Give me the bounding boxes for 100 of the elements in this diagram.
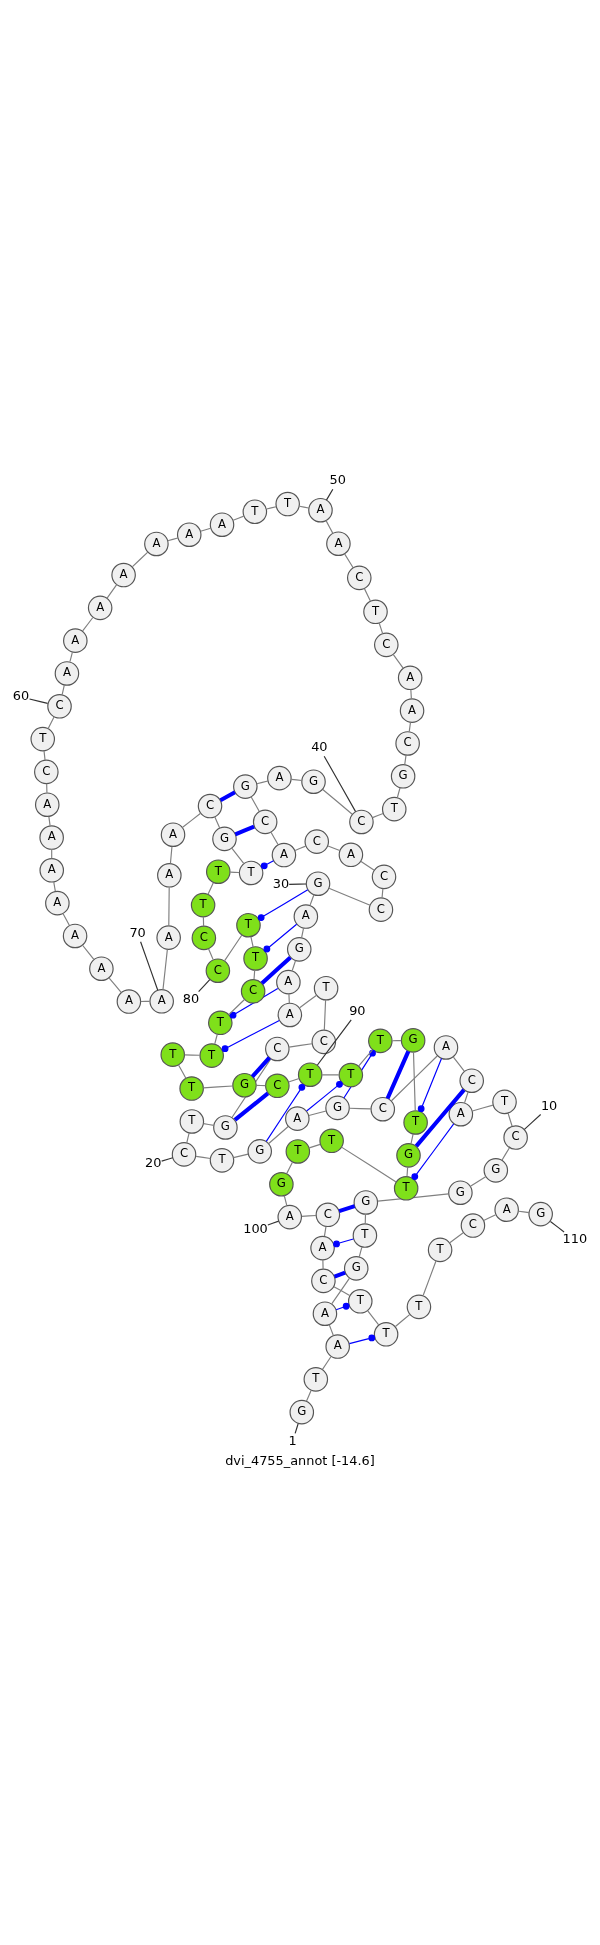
connector <box>162 948 168 990</box>
node-circle: C <box>240 978 266 1004</box>
node-text: 20 <box>145 1154 162 1170</box>
node-circle: A <box>494 1196 519 1222</box>
node-circle: T <box>285 1138 311 1164</box>
node-circle: A <box>62 923 88 948</box>
connector <box>348 1334 376 1344</box>
connector <box>507 1112 513 1127</box>
connector <box>308 1109 327 1116</box>
connector <box>305 1389 312 1402</box>
connector <box>325 488 334 501</box>
connector <box>422 1259 437 1296</box>
connector <box>335 1302 350 1310</box>
node-circle: T <box>406 1294 432 1319</box>
node-circle: A <box>293 903 319 929</box>
connector <box>306 1080 343 1112</box>
connector <box>316 1018 352 1066</box>
node-circle: T <box>427 1237 453 1262</box>
connector <box>265 1083 306 1142</box>
connector <box>108 976 122 993</box>
connector <box>410 688 412 699</box>
node-text: 30 <box>272 875 290 891</box>
node-circle: C <box>347 565 372 590</box>
connector <box>81 944 95 960</box>
node-circle: A <box>310 1235 335 1260</box>
connector <box>228 998 246 1015</box>
connector <box>309 893 315 906</box>
connector <box>202 1084 234 1088</box>
connector <box>28 697 49 704</box>
node-circle: C <box>311 1029 337 1054</box>
node-circle: C <box>265 1073 290 1098</box>
connector <box>549 1220 565 1232</box>
connector <box>260 955 292 985</box>
connector <box>323 1225 327 1237</box>
node-circle: T <box>30 726 56 751</box>
connector <box>325 519 334 534</box>
node-circle: C <box>460 1212 486 1238</box>
connector <box>301 926 305 938</box>
connector <box>224 933 243 961</box>
node-circle: T <box>393 1175 419 1201</box>
node-circle: C <box>47 693 72 719</box>
connector <box>47 715 55 729</box>
node-circle: G <box>301 768 326 794</box>
connector <box>348 1107 372 1109</box>
node-circle: A <box>277 1204 303 1229</box>
node-circle: C <box>395 730 420 756</box>
connector <box>290 778 303 781</box>
node-circle: C <box>374 632 399 657</box>
connector <box>219 790 236 802</box>
node-circle: T <box>363 599 388 624</box>
diagram-title: dvi_4755_annot [-14.6] <box>225 1452 375 1468</box>
node-circle: G <box>247 1138 272 1164</box>
connector <box>131 551 149 567</box>
connector <box>232 1153 249 1158</box>
node-text: 1 <box>288 1432 297 1448</box>
node-circle: C <box>252 809 278 834</box>
node-circle: T <box>381 796 407 821</box>
connector <box>333 1285 351 1296</box>
connector <box>288 1042 313 1048</box>
node-circle: G <box>269 1171 294 1197</box>
node-circle: A <box>34 791 60 817</box>
node-circle: T <box>199 1042 224 1068</box>
connector <box>161 1156 174 1162</box>
connector <box>268 1125 289 1144</box>
connector <box>394 1313 411 1327</box>
connector <box>195 1155 211 1159</box>
connector <box>232 515 245 521</box>
connector <box>358 1049 373 1067</box>
connector <box>82 616 94 632</box>
connector <box>257 888 309 921</box>
connector <box>363 587 371 602</box>
node-circle: A <box>87 595 113 620</box>
connector <box>518 1210 530 1213</box>
connector <box>308 1143 321 1148</box>
node-circle: A <box>276 969 301 994</box>
connector <box>396 786 401 798</box>
node-circle: T <box>236 912 261 937</box>
connector <box>106 583 118 599</box>
node-circle: T <box>242 498 268 524</box>
connector <box>322 1258 324 1270</box>
connector <box>250 935 254 948</box>
node-circle: T <box>190 892 216 917</box>
node-circle: G <box>212 826 237 851</box>
connector <box>333 1237 354 1247</box>
connector <box>322 788 353 815</box>
node-circle: C <box>34 759 59 784</box>
node-text: 100 <box>243 1220 268 1236</box>
connector <box>299 994 318 1008</box>
node-circle: T <box>313 975 339 1000</box>
node-circle: T <box>373 1321 399 1347</box>
connector <box>263 923 298 952</box>
connector <box>184 1053 201 1056</box>
node-circle: C <box>349 809 374 834</box>
connector <box>48 815 51 826</box>
node-circle: A <box>45 890 70 915</box>
node-circle: C <box>197 793 223 818</box>
node-circle: A <box>308 497 333 522</box>
node-circle: G <box>232 1072 257 1098</box>
connector <box>364 1213 367 1224</box>
connector <box>231 847 245 864</box>
